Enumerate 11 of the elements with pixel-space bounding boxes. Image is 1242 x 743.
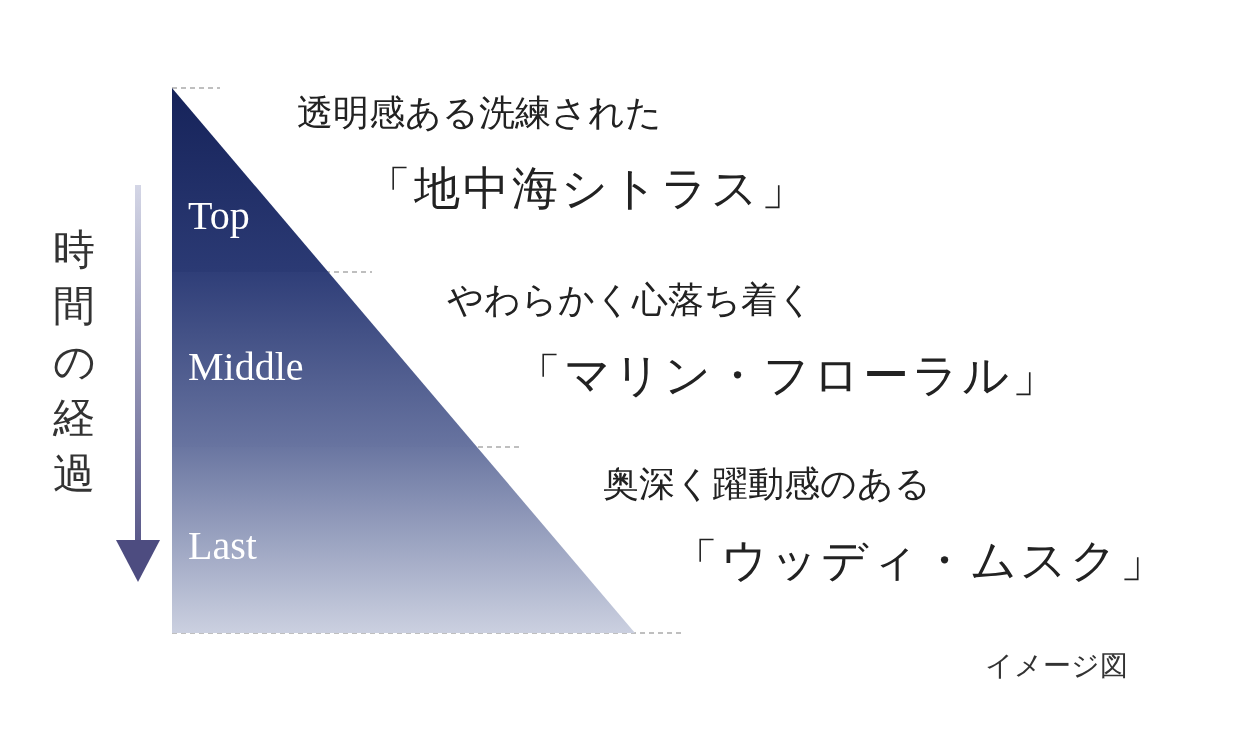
note-stage-label: Top <box>188 192 250 239</box>
scent-name-text: 「地中海シトラス」 <box>365 165 810 211</box>
note-stage-label: Last <box>188 522 257 569</box>
note-text: イメージ図 <box>985 652 1128 680</box>
description-text: 透明感ある洗練された <box>297 95 662 131</box>
description-text: やわらかく心落ち着く <box>447 282 814 318</box>
axis-label: 時間の経過 <box>52 224 96 500</box>
scent-name-text: 「マリン・フローラル」 <box>515 352 1061 398</box>
description-text: 奥深く躍動感のある <box>603 466 931 502</box>
note-stage-label: Middle <box>188 343 304 390</box>
scent-name-text: 「ウッディ・ムスク」 <box>672 537 1169 583</box>
